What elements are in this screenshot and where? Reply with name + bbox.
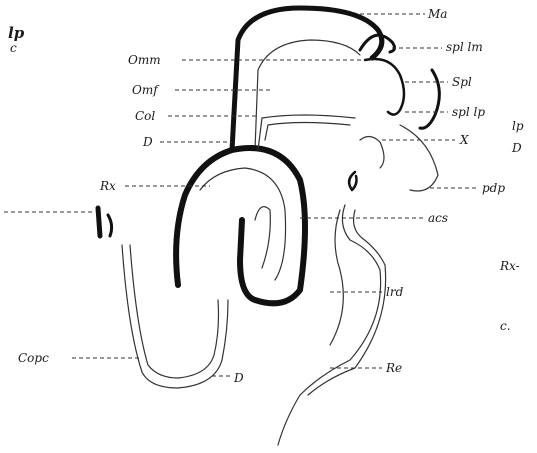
edge-label-pdp: pdp — [482, 181, 505, 195]
corner-mark: lp — [8, 24, 25, 42]
spleen-outline — [365, 59, 404, 115]
cecum-blob-2 — [108, 215, 112, 236]
stomach-outline — [232, 8, 382, 150]
label-Copc: Copc — [18, 351, 49, 365]
cecum-blob — [98, 208, 100, 236]
label-D: D — [142, 135, 153, 149]
duodenal-loop-outer — [176, 150, 232, 285]
label-Omf: Omf — [132, 83, 160, 97]
label-Ma: Ma — [427, 7, 447, 21]
label-Omm: Omm — [128, 53, 161, 67]
colon-upper — [258, 115, 355, 150]
label-Spl: Spl — [452, 75, 472, 89]
duodenal-loop-arch — [232, 148, 305, 303]
label-spllm: spl lm — [446, 40, 483, 54]
edge-label-Rx: Rx- — [499, 259, 520, 273]
spleen-lower-lobe — [400, 125, 438, 191]
label-Re: Re — [385, 361, 402, 375]
edge-label-D: D — [511, 141, 522, 155]
edge-label-c: c. — [500, 319, 511, 333]
central-outline — [360, 136, 384, 168]
colon-upper-2 — [265, 123, 350, 141]
rectum-inner — [308, 210, 386, 395]
label-D2: D — [233, 371, 244, 385]
label-lrd: lrd — [386, 285, 404, 299]
edge-label-lp: lp — [512, 119, 524, 133]
corner-sub: c — [10, 41, 17, 55]
stomach-inner — [255, 40, 360, 150]
duodenal-loop-inner2 — [255, 207, 270, 268]
label-acs: acs — [428, 211, 448, 225]
acs-hook — [349, 172, 356, 190]
label-Rx: Rx — [99, 179, 116, 193]
mesentery-line — [330, 210, 343, 345]
spleen-right-lobe — [420, 70, 439, 128]
label-Col: Col — [135, 109, 155, 123]
label-X: X — [459, 133, 469, 147]
label-spllp: spl lp — [452, 105, 485, 119]
